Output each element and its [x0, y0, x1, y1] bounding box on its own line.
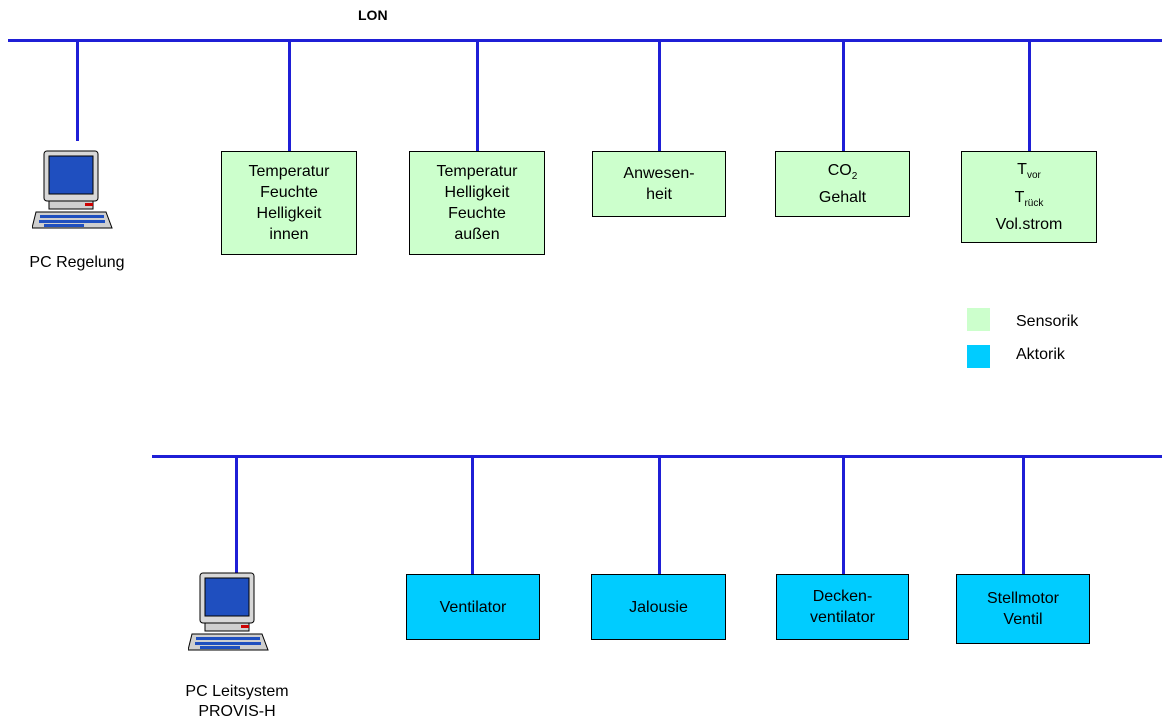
- actuator-box-ventilator: Ventilator: [406, 574, 540, 640]
- actuator-box-jalousie: Jalousie: [591, 574, 726, 640]
- legend-label-sensorik: Sensorik: [1016, 313, 1079, 330]
- drop-sensor-co2: [842, 41, 845, 151]
- bus-label-lon: LON: [358, 7, 388, 23]
- top-bus-line: [8, 39, 1162, 42]
- actuator-ventilator-line-1: Ventilator: [439, 598, 507, 616]
- actuator-box-deckenventilator: Decken- ventilator: [776, 574, 909, 640]
- actuator-box-stellmotor: Stellmotor Ventil: [956, 574, 1090, 644]
- sensor-aussen-line-3: Feuchte: [448, 205, 506, 222]
- sensor-box-temp-flow: Tvor Trück Vol.strom: [961, 151, 1097, 243]
- actuator-deckenventilator-line-2: ventilator: [810, 609, 875, 626]
- actuator-jalousie-line-1: Jalousie: [629, 598, 688, 616]
- sensor-co2-line-1: CO2: [828, 160, 858, 187]
- sensor-tvor-line: Tvor: [1017, 159, 1041, 186]
- sensor-truck-line: Trück: [1015, 187, 1044, 214]
- sensor-box-anwesenheit: Anwesen- heit: [592, 151, 726, 217]
- actuator-stellmotor-line-2: Ventil: [1003, 611, 1043, 628]
- actuator-deckenventilator-line-1: Decken-: [812, 588, 873, 605]
- drop-actuator-deckenventilator: [842, 457, 845, 574]
- drop-sensor-anwesenheit: [658, 41, 661, 151]
- sensor-aussen-line-1: Temperatur: [436, 163, 518, 180]
- computer-icon: [188, 572, 269, 651]
- legend-swatch-aktorik: [967, 345, 990, 368]
- sensor-tvor-sub: vor: [1026, 170, 1041, 182]
- legend-label-aktorik: Aktorik: [1016, 346, 1065, 363]
- sensor-anwesenheit-line-2: heit: [646, 186, 672, 203]
- sensor-truck-sub: rück: [1024, 197, 1044, 209]
- sensor-aussen-line-2: Helligkeit: [444, 184, 510, 201]
- sensor-innen-line-2: Feuchte: [260, 184, 318, 201]
- drop-actuator-ventilator: [471, 457, 474, 574]
- sensor-box-co2: CO2 Gehalt: [775, 151, 910, 217]
- sensor-truck-main: T: [1014, 188, 1025, 206]
- sensor-innen-line-4: innen: [269, 226, 309, 243]
- pc-regelung-label: PC Regelung: [29, 254, 125, 271]
- sensor-innen-line-1: Temperatur: [248, 163, 330, 180]
- sensor-co2-line-2: Gehalt: [818, 189, 867, 207]
- sensor-anwesenheit-line-1: Anwesen-: [623, 165, 695, 182]
- legend-swatch-sensorik: [967, 308, 990, 331]
- pc-leitsystem-line-2: PROVIS-H: [198, 703, 276, 720]
- drop-pc-leitsystem: [235, 457, 238, 577]
- pc-leitsystem-line-1: PC Leitsystem: [185, 683, 289, 700]
- sensor-co2-sub: 2: [851, 171, 858, 183]
- drop-pc-regelung: [76, 41, 79, 141]
- sensor-box-aussen: Temperatur Helligkeit Feuchte außen: [409, 151, 545, 255]
- sensor-volstrom-line: Vol.strom: [995, 215, 1063, 233]
- drop-actuator-stellmotor: [1022, 457, 1025, 574]
- sensor-innen-line-3: Helligkeit: [256, 205, 322, 222]
- sensor-aussen-line-4: außen: [454, 226, 500, 243]
- drop-sensor-temp-flow: [1028, 41, 1031, 151]
- drop-actuator-jalousie: [658, 457, 661, 574]
- drop-sensor-innen: [288, 41, 291, 151]
- drop-sensor-aussen: [476, 41, 479, 151]
- pc-leitsystem-label: PC Leitsystem PROVIS-H: [160, 682, 314, 722]
- bottom-bus-line: [152, 455, 1162, 458]
- sensor-box-innen: Temperatur Feuchte Helligkeit innen: [221, 151, 357, 255]
- sensor-tvor-main: T: [1017, 161, 1027, 179]
- actuator-stellmotor-line-1: Stellmotor: [986, 590, 1060, 607]
- sensor-co2-main: CO: [827, 161, 852, 179]
- computer-icon: [32, 150, 113, 229]
